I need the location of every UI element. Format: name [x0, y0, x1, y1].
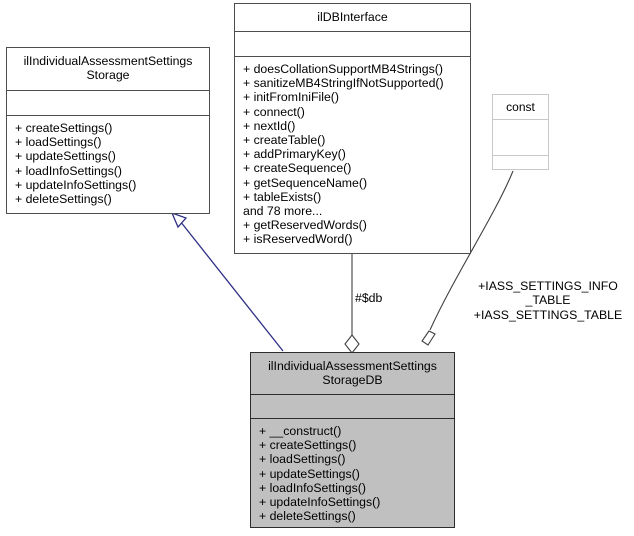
class-node-ilindividualassessmentsettingsstoragedb[interactable]: ilIndividualAssessmentSettings StorageDB… — [250, 352, 455, 528]
class-operations-compartment — [493, 156, 548, 180]
class-title: ilIndividualAssessmentSettings Storage — [7, 48, 209, 91]
operations-truncation-note: and 78 more... — [243, 204, 323, 219]
class-attributes-compartment — [251, 395, 454, 419]
operation-item: + updateInfoSettings() — [259, 495, 381, 510]
class-operations-compartment: + createSettings() + loadSettings() + up… — [7, 116, 209, 212]
operation-item: + loadInfoSettings() — [259, 480, 366, 495]
class-title: ilIndividualAssessmentSettings StorageDB — [251, 353, 454, 395]
operation-item: + initFromIniFile() — [243, 90, 339, 105]
class-attributes-compartment — [493, 120, 548, 156]
operation-item: + createSequence() — [243, 161, 352, 176]
edge-label-const-tables: +IASS_SETTINGS_INFO _TABLE +IASS_SETTING… — [473, 279, 623, 322]
edge-label-db: #$db — [355, 291, 383, 305]
operation-item: + updateSettings() — [15, 149, 116, 164]
class-operations-compartment: + doesCollationSupportMB4Strings() + san… — [235, 57, 470, 253]
operation-item: + getSequenceName() — [243, 175, 368, 190]
class-node-ilindividualassessmentsettingsstorage[interactable]: ilIndividualAssessmentSettings Storage +… — [6, 47, 210, 214]
operation-item: + sanitizeMB4StringIfNotSupported() — [243, 76, 444, 91]
class-node-const[interactable]: const — [492, 94, 549, 170]
operation-item: + connect() — [243, 104, 305, 119]
operation-item: + addPrimaryKey() — [243, 147, 346, 162]
class-operations-compartment: + __construct() + createSettings() + loa… — [251, 419, 454, 529]
operation-item: + loadSettings() — [15, 135, 102, 150]
operation-item: + tableExists() — [243, 189, 322, 204]
operation-item: + loadSettings() — [259, 452, 346, 467]
operation-item: + isReservedWord() — [243, 232, 353, 247]
operation-item: + deleteSettings() — [15, 192, 112, 207]
class-attributes-compartment — [235, 32, 470, 57]
operation-item: + createSettings() — [15, 121, 113, 135]
operation-item: + createSettings() — [259, 438, 357, 453]
class-title: ilDBInterface — [235, 4, 470, 32]
operation-item: + getReservedWords() — [243, 218, 367, 233]
operation-item: + createTable() — [243, 133, 326, 148]
operation-item: + updateInfoSettings() — [15, 177, 137, 192]
operation-item: + deleteSettings() — [259, 509, 356, 524]
operation-item: + loadInfoSettings() — [15, 163, 122, 178]
operation-item: + updateSettings() — [259, 466, 360, 481]
operation-item: + doesCollationSupportMB4Strings() — [243, 62, 443, 76]
operation-item: + __construct() — [259, 424, 342, 438]
class-attributes-compartment — [7, 91, 209, 116]
operation-item: + nextId() — [243, 118, 296, 133]
class-title: const — [493, 95, 548, 120]
class-node-ildbinterface[interactable]: ilDBInterface + doesCollationSupportMB4S… — [234, 3, 471, 254]
